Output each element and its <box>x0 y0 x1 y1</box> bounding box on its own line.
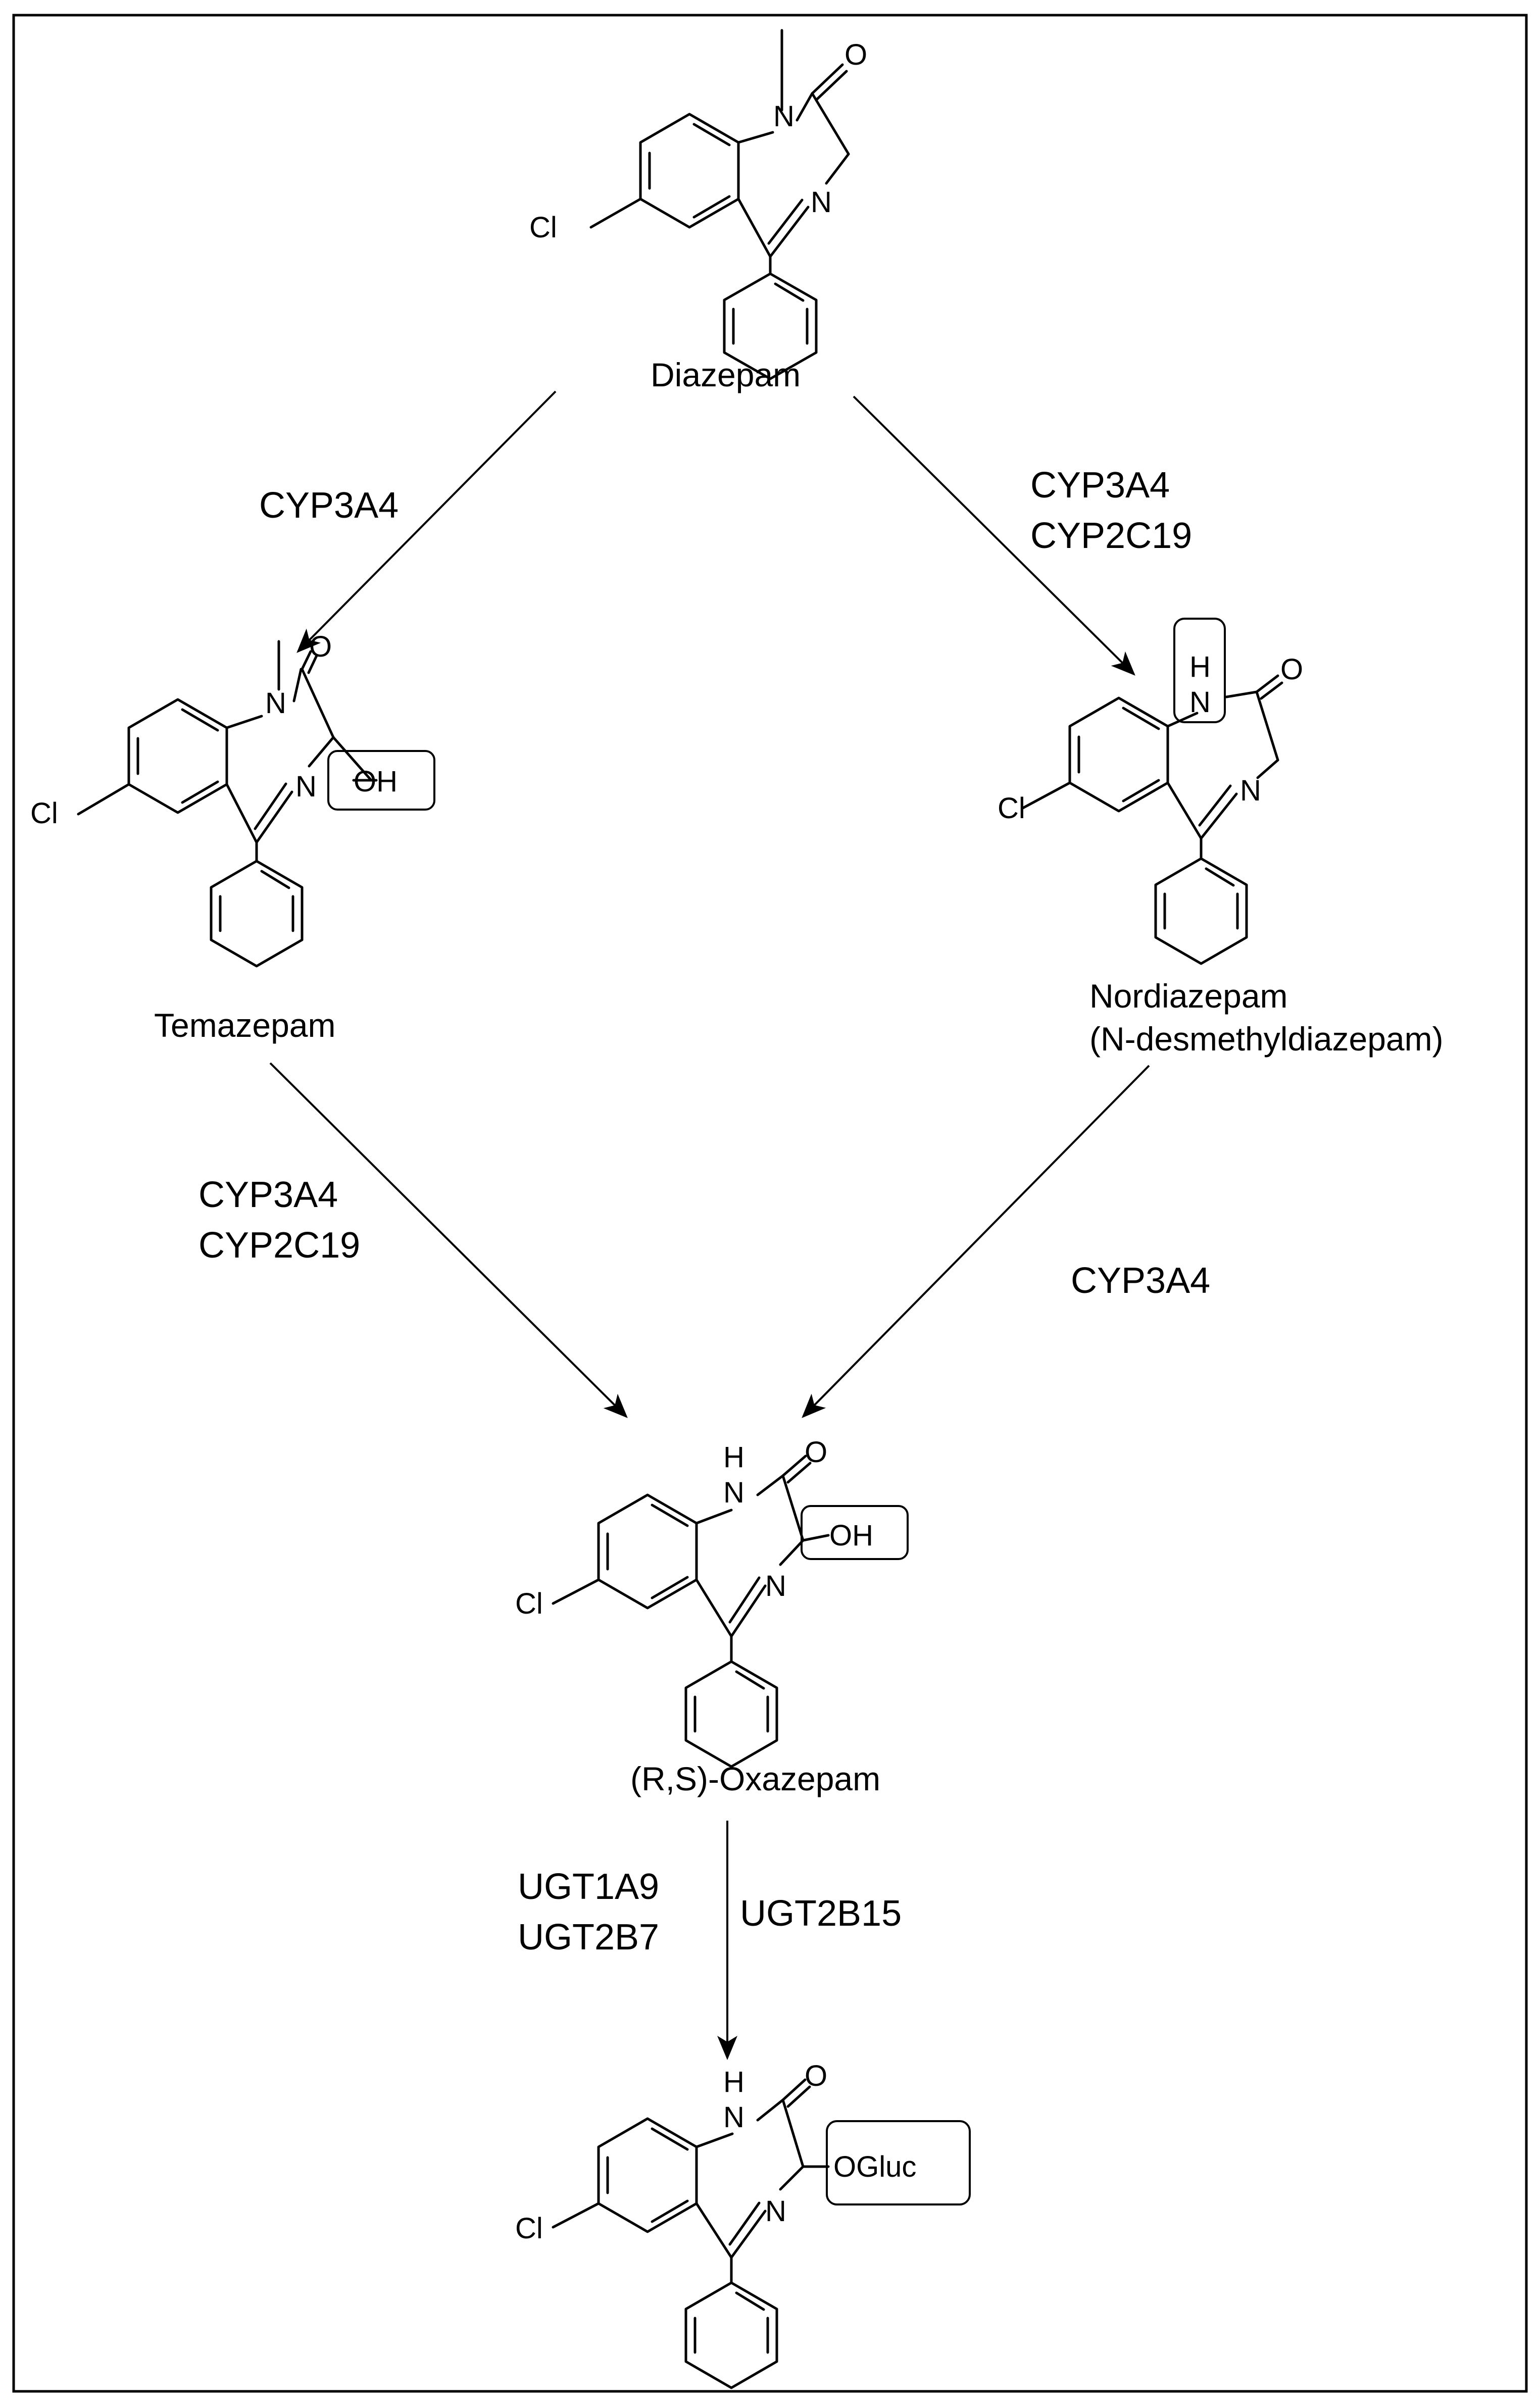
atom-h: H <box>723 2066 744 2098</box>
arrow-diazepam-to-temazepam <box>296 390 557 653</box>
atom-o-carbonyl: O <box>1280 653 1303 686</box>
structure-diazepam: N O N Cl <box>529 29 867 380</box>
atom-o-carbonyl: O <box>805 2060 827 2092</box>
enzymes-diazepam-to-temazepam: CYP3A4 <box>259 485 399 526</box>
enzyme-label: CYP2C19 <box>198 1225 360 1266</box>
atom-o-carbonyl: O <box>805 1436 827 1469</box>
atom-cl: Cl <box>515 2212 543 2245</box>
atom-n-imine: N <box>765 2195 786 2228</box>
atom-o-carbonyl: O <box>309 630 332 663</box>
enzyme-label: CYP2C19 <box>1030 516 1192 556</box>
highlight-box-oh <box>801 1505 909 1560</box>
enzyme-label: UGT1A9 <box>518 1867 659 1907</box>
atom-oh: OH <box>829 1519 873 1552</box>
structure-nordiazepam: H N O N Cl <box>998 618 1303 965</box>
enzyme-label: CYP3A4 <box>1071 1261 1210 1301</box>
atom-n-amide: N <box>1189 686 1211 719</box>
enzyme-label: UGT2B7 <box>518 1917 659 1958</box>
arrow-diazepam-to-nordiazepam <box>853 395 1135 676</box>
atom-cl: Cl <box>30 797 58 830</box>
label-diazepam: Diazepam <box>651 356 801 393</box>
enzyme-label: CYP3A4 <box>198 1175 338 1215</box>
highlight-box-oh <box>327 750 435 811</box>
highlight-box-ogluc <box>826 2120 971 2205</box>
structure-temazepam: N O N Cl OH <box>30 630 435 968</box>
enzymes-diazepam-to-nordiazepam: CYP3A4 CYP2C19 <box>1030 465 1192 556</box>
enzymes-oxazepam-to-glucuronide: UGT1A9 UGT2B7 UGT2B15 <box>518 1867 902 1958</box>
enzymes-temazepam-to-oxazepam: CYP3A4 CYP2C19 <box>198 1175 360 1266</box>
atom-h: H <box>1189 650 1211 683</box>
atom-ogluc: OGluc <box>833 2150 916 2183</box>
atom-n-amide: N <box>723 1476 744 1509</box>
label-nordiazepam-alt: (N-desmethyldiazepam) <box>1089 1020 1444 1058</box>
atom-h: H <box>723 1441 744 1474</box>
structure-oxazepam-glucuronide: H N O N Cl OGluc <box>515 2060 971 2389</box>
enzyme-label: CYP3A4 <box>259 485 399 526</box>
atom-n-methyl: N <box>265 687 286 720</box>
enzyme-label: UGT2B15 <box>740 1893 902 1934</box>
atom-n-imine: N <box>1240 774 1261 807</box>
structure-oxazepam: H N O N Cl OH <box>515 1436 909 1768</box>
enzyme-label: CYP3A4 <box>1030 465 1170 506</box>
atom-cl: Cl <box>529 211 557 244</box>
highlight-box-nh <box>1173 618 1226 723</box>
label-temazepam: Temazepam <box>154 1007 336 1044</box>
label-oxazepam: (R,S)-Oxazepam <box>630 1760 880 1797</box>
atom-cl: Cl <box>998 792 1025 825</box>
atom-n-imine: N <box>765 1570 786 1602</box>
outer-frame <box>12 14 1528 2393</box>
atom-n-amide: N <box>723 2101 744 2134</box>
atom-n-methyl: N <box>773 100 794 133</box>
enzymes-nordiazepam-to-oxazepam: CYP3A4 <box>1071 1261 1210 1301</box>
atom-cl: Cl <box>515 1587 543 1620</box>
atom-oh: OH <box>354 765 398 798</box>
atom-n-imine: N <box>295 770 317 803</box>
atom-n-imine: N <box>811 186 832 219</box>
atom-o-carbonyl: O <box>844 38 867 71</box>
arrow-temazepam-to-oxazepam <box>269 1062 628 1418</box>
label-nordiazepam: Nordiazepam <box>1089 977 1288 1015</box>
arrow-nordiazepam-to-oxazepam <box>802 1065 1150 1418</box>
